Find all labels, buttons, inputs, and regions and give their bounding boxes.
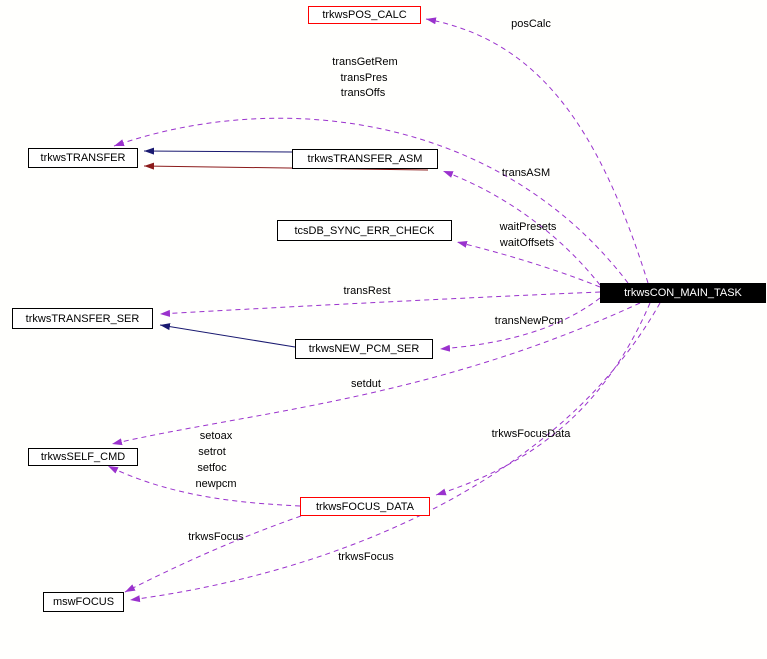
edge-waitPresets-waitOffsets [456, 240, 601, 288]
edge-label-setdut: setdut [351, 378, 381, 390]
edge-transGetRem-transPres-transOffs [113, 117, 629, 284]
edge-transfer-asm-darkred [143, 162, 429, 171]
node-mswFOCUS[interactable]: mswFOCUS [43, 592, 124, 612]
edge-transRest [159, 291, 601, 317]
edge-transNewPcm [439, 297, 601, 352]
edge-label-trkwsFocusData: trkwsFocusData [491, 428, 571, 440]
edge-label-transRest: transRest [343, 285, 391, 297]
edge-trkwsFocus-main [129, 302, 661, 603]
node-trkwsTRANSFER_ASM[interactable]: trkwsTRANSFER_ASM [292, 149, 438, 169]
edge-trkwsFocusData [435, 302, 651, 496]
node-trkwsTRANSFER_SER[interactable]: trkwsTRANSFER_SER [12, 308, 153, 329]
edge-setoax-setrot-setfoc-newpcm [107, 465, 301, 507]
edge-label-waitPresets: waitPresets [499, 221, 557, 233]
edge-label-transNewPcm: transNewPcm [494, 315, 564, 327]
node-trkwsSELF_CMD[interactable]: trkwsSELF_CMD [28, 448, 138, 466]
edge-newpcm-ser-navy [159, 323, 296, 348]
node-trkwsCON_MAIN_TASK[interactable]: trkwsCON_MAIN_TASK [600, 283, 766, 303]
edge-label-transPres: transPres [340, 72, 388, 84]
edge-label-transGetRem: transGetRem [332, 56, 398, 68]
edge-label-setoax: setoax [199, 430, 233, 442]
node-trkwsTRANSFER[interactable]: trkwsTRANSFER [28, 148, 138, 168]
edge-setdut [111, 302, 641, 446]
node-trkwsFOCUS_DATA[interactable]: trkwsFOCUS_DATA [300, 497, 430, 516]
edge-label-trkwsFocus-2: trkwsFocus [338, 551, 394, 563]
edge-transfer-asm-navy [143, 147, 293, 155]
edge-label-setfoc: setfoc [197, 462, 227, 474]
edge-label-posCalc: posCalc [511, 18, 551, 30]
edge-label-transASM: transASM [501, 167, 551, 179]
edge-trkwsFocus-focusdata [124, 515, 302, 593]
edge-posCalc [425, 17, 649, 284]
edge-label-transOffs: transOffs [340, 87, 386, 99]
edge-label-newpcm: newpcm [195, 478, 237, 490]
edge-label-setrot: setrot [198, 446, 226, 458]
edge-label-waitOffsets: waitOffsets [499, 237, 555, 249]
node-tcsDB_SYNC_ERR_CHECK[interactable]: tcsDB_SYNC_ERR_CHECK [277, 220, 452, 241]
edge-transASM [442, 170, 601, 286]
node-trkwsPOS_CALC[interactable]: trkwsPOS_CALC [308, 6, 421, 24]
edge-label-trkwsFocus-1: trkwsFocus [188, 531, 244, 543]
node-trkwsNEW_PCM_SER[interactable]: trkwsNEW_PCM_SER [295, 339, 433, 359]
